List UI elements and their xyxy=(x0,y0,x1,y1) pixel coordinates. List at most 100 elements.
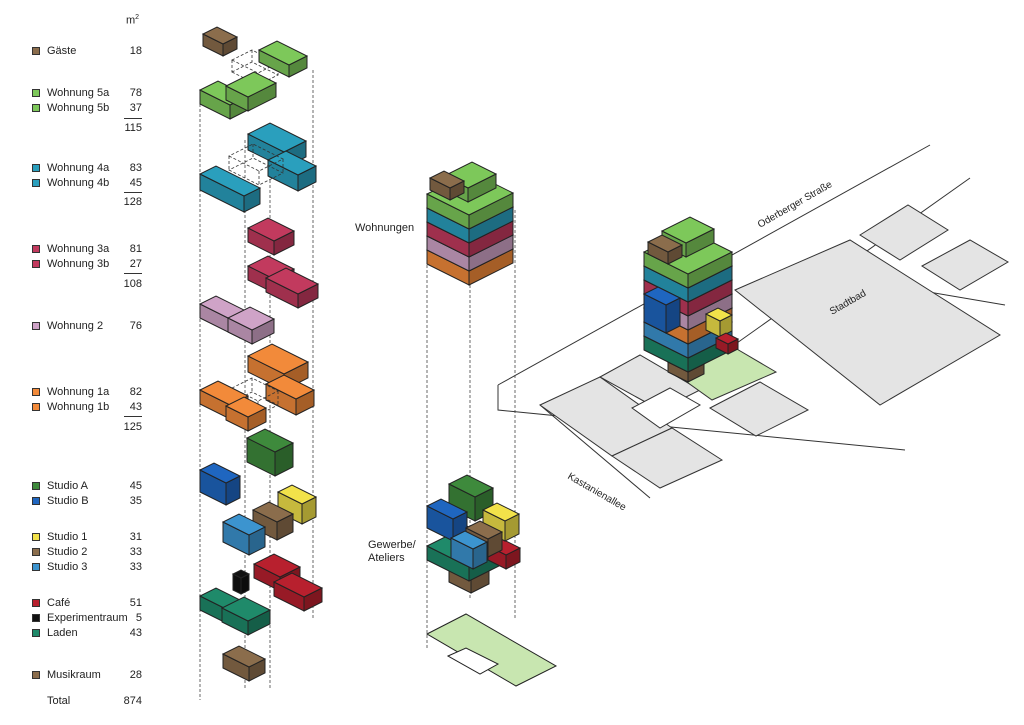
subtotal-wohnung-3: 108 xyxy=(123,278,142,290)
wohnungen-label: Wohnungen xyxy=(355,222,415,234)
laden-block-top xyxy=(220,596,272,622)
legend-swatch xyxy=(32,563,40,571)
street-label-kastanienallee: Kastanienallee xyxy=(566,471,629,514)
studio-1-block-top xyxy=(276,484,318,505)
subtotal-rule xyxy=(124,273,142,274)
legend-swatch xyxy=(32,179,40,187)
tower-on-site xyxy=(642,216,740,383)
tower-studio-1 xyxy=(704,307,734,338)
wohnung-1a-block-top xyxy=(246,343,310,375)
street-edge xyxy=(497,385,906,451)
wohnung-1b-block xyxy=(224,396,268,432)
studio-a-block xyxy=(245,428,295,477)
gewerbe-label: Gewerbe/ xyxy=(368,539,416,551)
middle-stacks xyxy=(425,161,558,687)
wohnung-1b-block-top xyxy=(224,396,268,418)
gewerbe-stack-studio-a-top xyxy=(447,474,495,498)
tower-top-top xyxy=(660,216,716,244)
legend-swatch xyxy=(32,548,40,556)
tower-cafe-top xyxy=(714,332,740,345)
exploded-blocks xyxy=(198,26,324,682)
ground-plate-void xyxy=(446,647,500,675)
tower-gaeste-top xyxy=(646,234,684,253)
wohnungen-stack-gaeste-top xyxy=(428,170,466,189)
studio-2-block xyxy=(251,501,295,541)
site-building xyxy=(859,204,949,261)
legend-swatch xyxy=(32,403,40,411)
legend-swatch xyxy=(32,629,40,637)
ateliers-label: Ateliers xyxy=(368,552,405,564)
wohnung-4a-block xyxy=(266,150,318,192)
gewerbe-stack-studio-2-top xyxy=(464,520,504,540)
experimentraum-block xyxy=(231,569,251,595)
cafe-block-top xyxy=(272,572,324,598)
stadtbad-block xyxy=(734,239,1001,406)
legend-swatch xyxy=(32,260,40,268)
studio-3-block-top xyxy=(221,513,267,536)
legend-swatch xyxy=(32,164,40,172)
studio-1-block xyxy=(276,484,318,525)
tower-cafe xyxy=(714,332,740,355)
wohnung-5b-block-top xyxy=(224,71,278,98)
site-building xyxy=(708,381,810,437)
legend-swatch xyxy=(32,47,40,55)
wohnung-4b-block-top xyxy=(198,165,262,197)
legend-swatch xyxy=(32,388,40,396)
studio-3-block xyxy=(221,513,267,556)
gaeste-block xyxy=(201,26,239,57)
wohnung-1a-block-top xyxy=(264,374,316,400)
wohnung-2-block xyxy=(226,306,276,345)
wohnung-2-block-top xyxy=(226,306,276,331)
legend-swatch xyxy=(32,599,40,607)
wohnung-4-ghost xyxy=(228,143,284,186)
legend-swatch xyxy=(32,671,40,679)
wohnung-5b-block xyxy=(224,71,278,112)
site-courtyard xyxy=(631,387,702,429)
legend-swatch xyxy=(32,245,40,253)
legend-swatch xyxy=(32,614,40,622)
tower-gaeste xyxy=(646,234,684,265)
cafe-block-top xyxy=(252,553,302,578)
wohnung-3a-block xyxy=(246,217,296,256)
experimentraum-block-top xyxy=(231,569,251,579)
subtotal-wohnung-1: 125 xyxy=(123,421,142,433)
subtotal-rule xyxy=(124,192,142,193)
tower-studio-1-top xyxy=(704,307,734,322)
legend-swatch xyxy=(32,104,40,112)
gaeste-block-top xyxy=(201,26,239,45)
site-building xyxy=(610,427,724,489)
gewerbe-stack-studio-b xyxy=(425,498,469,542)
subtotal-wohnung-5: 115 xyxy=(124,122,142,134)
laden-block xyxy=(220,596,272,636)
studio-b-block-top xyxy=(198,462,242,484)
site-plan xyxy=(497,144,1009,499)
wohnung-4b-block xyxy=(198,165,262,213)
subtotal-rule xyxy=(124,416,142,417)
gewerbe-stack-studio-3-top xyxy=(449,530,489,550)
legend-swatch xyxy=(32,533,40,541)
legend-swatch xyxy=(32,482,40,490)
street-edge xyxy=(539,404,651,499)
studio-2-block-top xyxy=(251,501,295,523)
wohnung-1b-block-top xyxy=(198,380,250,406)
tower-studio-b xyxy=(642,286,682,334)
gewerbe-ateliers-label: Gewerbe/ Ateliers xyxy=(368,539,416,565)
legend-swatch xyxy=(32,497,40,505)
ground-plate xyxy=(425,613,558,687)
studio-b-block xyxy=(198,462,242,506)
wohnung-4a-block-top xyxy=(246,122,308,153)
legend-swatch xyxy=(32,322,40,330)
